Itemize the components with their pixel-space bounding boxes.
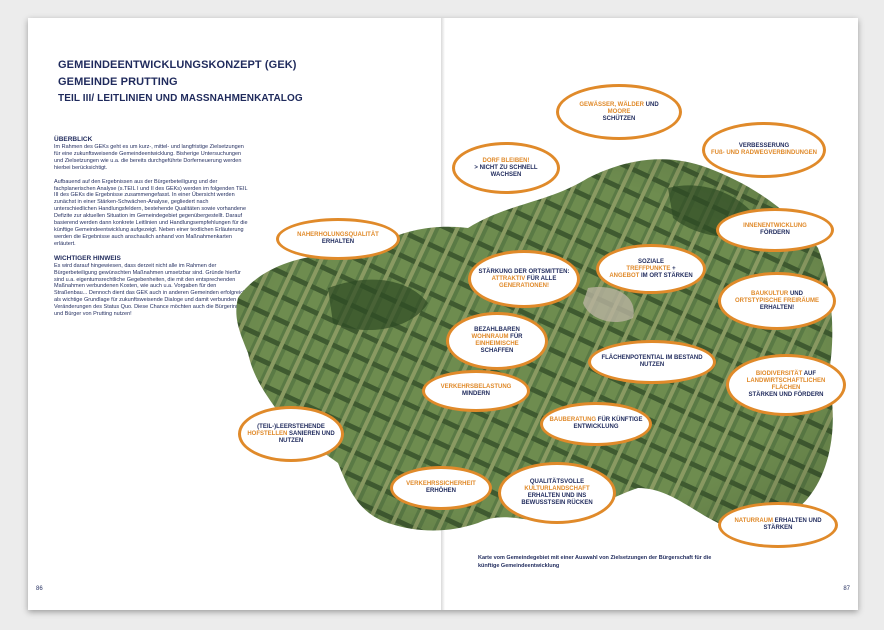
bubble-strengthen-centers: STÄRKUNG DER ORTSMITTEN:ATTRAKTIV FÜR AL… (468, 250, 580, 308)
village-area (583, 287, 634, 323)
right-page: Karte vom Gemeindegebiet mit einer Auswa… (444, 18, 858, 610)
page-number-left: 86 (36, 586, 43, 592)
overview-heading: ÜBERBLICK (54, 136, 93, 143)
municipality-title: GEMEINDE PRUTTING (58, 76, 178, 88)
overview-paragraph-1: Im Rahmen des GEKs geht es um kurz-, mit… (54, 144, 244, 171)
bubble-building-advice: BAUBERATUNG FÜR KÜNFTIGE ENTWICKLUNG (540, 402, 652, 446)
bubble-nature-preserve: NATURRAUM ERHALTEN UND STÄRKEN (718, 502, 838, 548)
bubble-remain-village: DORF BLEIBEN!> NICHT ZU SCHNELL WACHSEN (452, 142, 560, 194)
section-title: TEIL III/ LEITLINIEN UND MASSNAHMENKATAL… (58, 93, 303, 104)
left-page: GEMEINDEENTWICKLUNGSKONZEPT (GEK) GEMEIN… (28, 18, 442, 610)
brochure-spread: GEMEINDEENTWICKLUNGSKONZEPT (GEK) GEMEIN… (28, 18, 858, 610)
notice-heading: WICHTIGER HINWEIS (54, 254, 121, 262)
body-text: ÜBERBLICK Im Rahmen des GEKs geht es um … (54, 136, 250, 325)
bubble-land-potential: FLÄCHENPOTENTIAL IM BESTAND NUTZEN (588, 340, 716, 384)
overview-paragraph-2: Aufbauend auf den Ergebnissen aus der Bü… (54, 178, 248, 247)
notice-paragraph: Es wird darauf hingewiesen, dass derzeit… (54, 262, 250, 318)
map-caption: Karte vom Gemeindegebiet mit einer Auswa… (478, 555, 712, 569)
forest-patch (328, 279, 428, 331)
page-number-right: 87 (843, 586, 850, 592)
document-title: GEMEINDEENTWICKLUNGSKONZEPT (GEK) (58, 59, 297, 71)
